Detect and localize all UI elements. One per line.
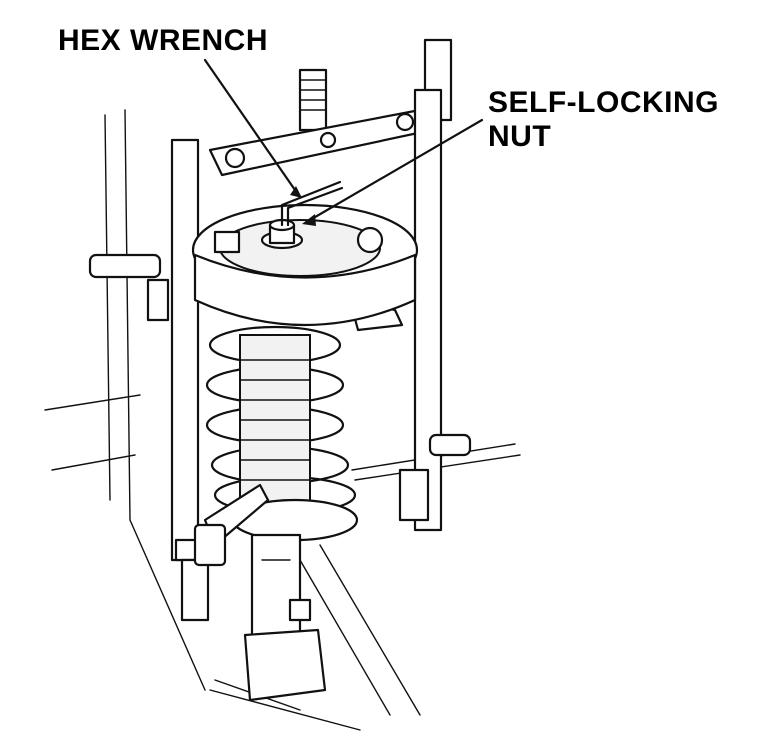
leader-hex-wrench-arrowhead [290, 186, 302, 198]
strut-body [243, 533, 327, 702]
leader-lines [203, 58, 484, 226]
strut-top [260, 180, 344, 250]
leader-self-locking-nut-arrowhead [302, 214, 316, 226]
callout-hex-wrench: HEX WRENCH [58, 24, 268, 58]
guide-posts [170, 88, 443, 622]
callout-self-locking-nut: SELF-LOCKING NUT [488, 86, 719, 154]
callout-self-locking-nut-line2: NUT [488, 120, 552, 153]
leader-hex-wrench [203, 58, 297, 192]
upper-clamp [191, 203, 419, 327]
coil-spring [205, 325, 357, 515]
callout-self-locking-nut-line1: SELF-LOCKING [488, 86, 719, 119]
fixture-frame [44, 109, 521, 731]
leader-self-locking-nut [308, 118, 484, 222]
callout-hex-wrench-text: HEX WRENCH [58, 24, 269, 57]
lower-spring-seat [193, 483, 359, 567]
